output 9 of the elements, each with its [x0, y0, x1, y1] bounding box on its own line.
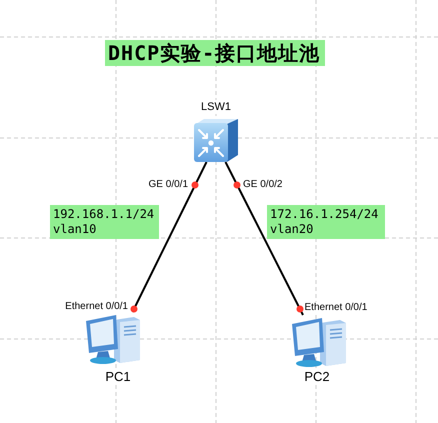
link-line	[224, 162, 304, 316]
note-box: 172.16.1.254/24 vlan20	[267, 205, 385, 239]
title: DHCP实验-接口地址池	[105, 40, 326, 66]
device-label: PC1	[105, 369, 131, 384]
port-label: Ethernet 0/0/1	[65, 301, 128, 313]
device-label: LSW1	[201, 100, 231, 114]
port-label: Ethernet 0/0/1	[304, 302, 368, 314]
device-label: PC2	[304, 369, 330, 384]
note-box: 192.168.1.1/24 vlan10	[50, 205, 159, 239]
